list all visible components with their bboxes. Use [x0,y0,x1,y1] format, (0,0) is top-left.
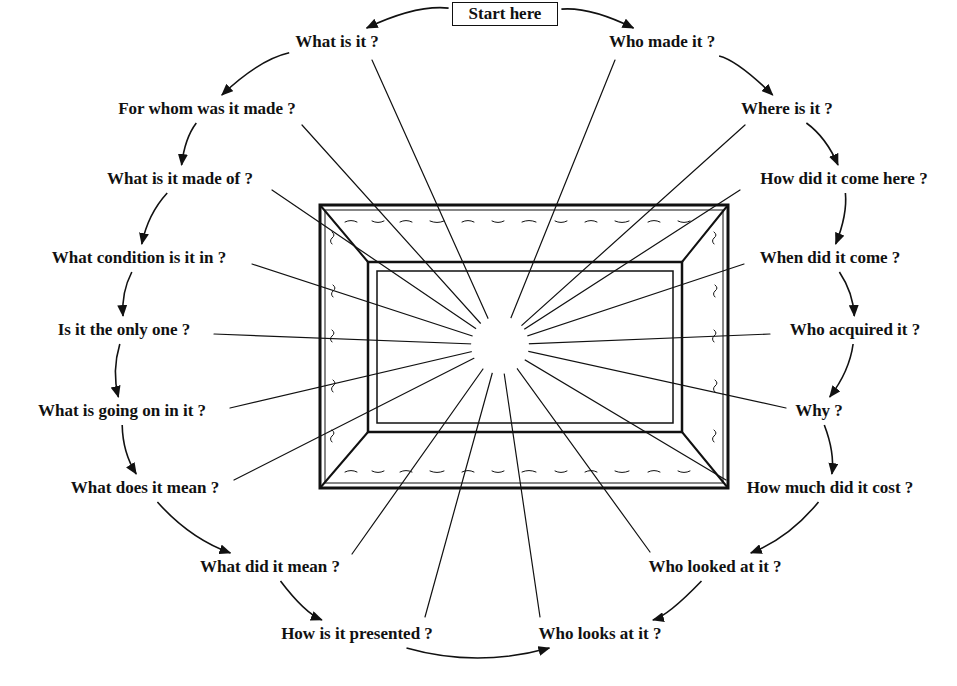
node-text: For whom was it made ? [118,99,296,118]
flow-arrow [182,123,197,165]
flow-arrow [561,9,633,28]
question-text: Why ? [792,400,846,422]
question-text: What did it mean ? [197,556,343,578]
question-text: What condition is it in ? [49,247,229,269]
flow-arrow [222,53,289,95]
node-text: Is it the only one ? [58,320,191,339]
flow-arrow [123,272,132,316]
node-text: How is it presented ? [281,624,433,643]
node-text: Where is it ? [741,99,833,118]
node-text: What is it made of ? [107,169,253,188]
flow-arrow [142,193,167,244]
question-text: How much did it cost ? [744,477,917,499]
question-text: Who acquired it ? [787,319,924,341]
node-text: Who made it ? [609,32,715,51]
node-text: Start here [469,4,542,23]
node-text: When did it come ? [760,248,901,267]
flow-arrow [653,581,702,620]
question-text: What is it made of ? [104,168,256,190]
node-text: Who looks at it ? [539,624,662,643]
question-text: What is it ? [292,31,382,53]
flow-arrow [806,123,838,165]
flow-arrow [122,425,136,474]
question-text: How did it come here ? [757,168,930,190]
question-text: Who looked at it ? [645,556,784,578]
node-text: Why ? [795,401,843,420]
question-text: What does it mean ? [68,477,222,499]
node-text: What is it ? [295,32,379,51]
flow-arrow [281,581,322,620]
question-text: Is it the only one ? [55,319,194,341]
node-text: How did it come here ? [760,169,927,188]
question-text: Who looks at it ? [536,623,665,645]
question-text: What is going on in it ? [35,400,209,422]
flow-arrow [830,344,853,397]
flow-arrow [719,56,773,95]
node-text: What does it mean ? [71,478,219,497]
flow-arrow [367,8,449,28]
question-text: How is it presented ? [278,623,436,645]
flow-arrow [839,272,854,316]
flow-arrow [824,425,832,474]
start-box: Start here [452,2,559,26]
question-text: When did it come ? [757,247,904,269]
flow-arrow [157,502,230,553]
node-text: What is going on in it ? [38,401,206,420]
flow-arrow [751,502,819,553]
node-text: What did it mean ? [200,557,340,576]
question-text: For whom was it made ? [115,98,299,120]
flow-arrow [407,648,550,658]
flow-arrow [836,193,846,244]
node-text: How much did it cost ? [747,478,914,497]
question-text: Where is it ? [738,98,836,120]
node-text: Who acquired it ? [790,320,921,339]
node-text: What condition is it in ? [52,248,226,267]
node-text: Who looked at it ? [648,557,781,576]
flow-arrow [115,344,119,397]
question-text: Who made it ? [606,31,718,53]
